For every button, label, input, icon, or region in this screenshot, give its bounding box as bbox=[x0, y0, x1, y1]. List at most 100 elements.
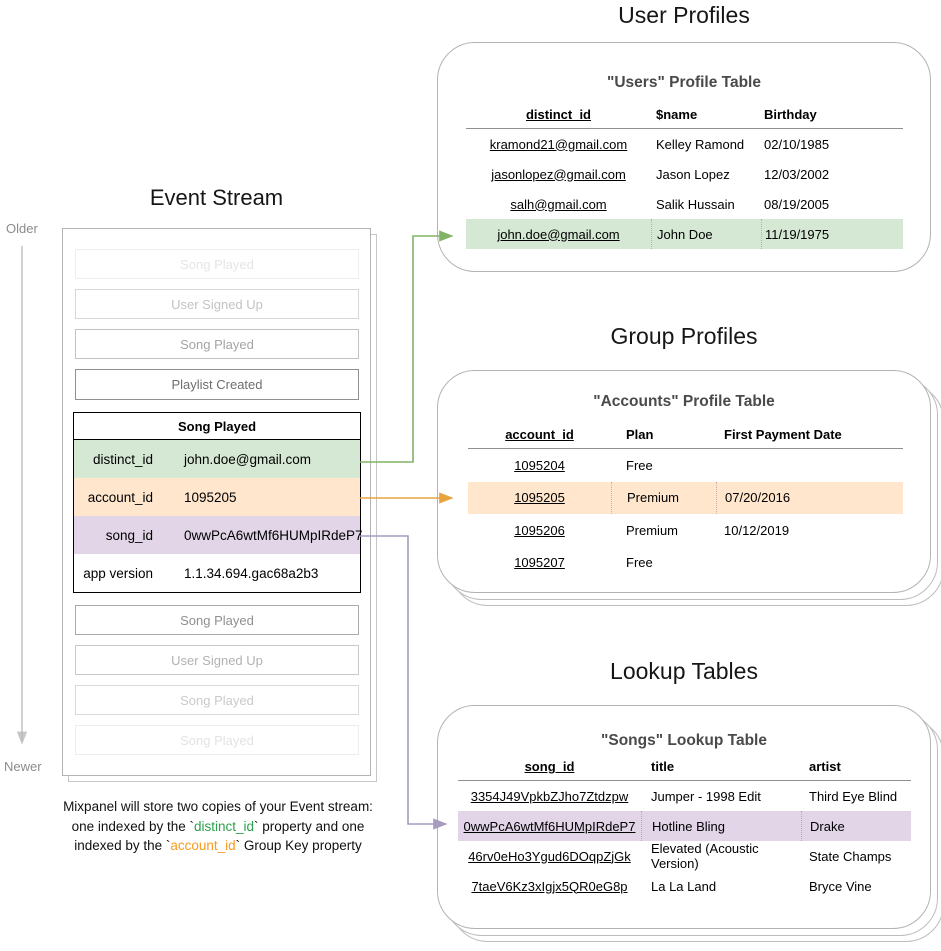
table-cell: john.doe@gmail.com bbox=[497, 226, 620, 242]
table-cell: Bryce Vine bbox=[809, 878, 872, 894]
expanded-event-title: Song Played bbox=[74, 413, 360, 440]
accounts-table-title: "Accounts" Profile Table bbox=[593, 393, 775, 410]
header-rule bbox=[466, 128, 903, 129]
table-cell: 3354J49VpkbZJho7Ztdzpw bbox=[470, 788, 629, 804]
property-key: account_id bbox=[87, 489, 153, 505]
header-rule bbox=[458, 780, 911, 781]
table-cell: Salik Hussain bbox=[656, 196, 735, 212]
event-box: Song Played bbox=[75, 249, 359, 279]
table-cell: Elevated (Acoustic Version) bbox=[651, 841, 759, 871]
caption-highlight: account_id bbox=[170, 838, 236, 854]
property-key: song_id bbox=[105, 527, 153, 543]
table-cell: 46rv0eHo3Ygud6DOqpZjGk bbox=[468, 848, 631, 864]
table-cell: La La Land bbox=[651, 878, 717, 894]
table-cell: 1095206 bbox=[514, 522, 565, 538]
caption-text: Mixpanel will store two copies of your E… bbox=[22, 797, 414, 856]
header-rule bbox=[468, 448, 903, 449]
users-table: distinct_id $name Birthday kramond21@gmail.… bbox=[466, 101, 903, 249]
table-cell: Hotline Bling bbox=[641, 811, 801, 841]
table-cell: Third Eye Blind bbox=[809, 788, 898, 804]
users-table-title: "Users" Profile Table bbox=[607, 74, 761, 91]
table-cell: salh@gmail.com bbox=[510, 196, 607, 212]
event-stream-title: Event Stream bbox=[149, 185, 284, 210]
table-cell: kramond21@gmail.com bbox=[489, 136, 628, 152]
table-row: jasonlopez@gmail.com Jason Lopez 12/03/200… bbox=[466, 159, 903, 189]
expanded-event-card: Song Played distinct_id john.doe@gmail.co… bbox=[73, 412, 363, 593]
column-header: Birthday bbox=[764, 107, 817, 122]
event-box: Song Played bbox=[75, 329, 359, 359]
songs-table: song_id title artist 3354J49VpkbZJho7Ztdzpw… bbox=[458, 753, 911, 901]
table-cell: Drake bbox=[801, 811, 911, 841]
table-cell: Free bbox=[626, 457, 653, 473]
section-title-user-profiles: User Profiles bbox=[618, 2, 750, 28]
column-header: distinct_id bbox=[525, 107, 591, 122]
caption-segment: indexed by the ` bbox=[74, 838, 171, 854]
expanded-event-properties: distinct_id john.doe@gmail.com account_id 1… bbox=[74, 440, 363, 592]
table-cell: 10/12/2019 bbox=[724, 522, 790, 538]
table-header-row: distinct_id $name Birthday bbox=[466, 101, 903, 128]
column-header: First Payment Date bbox=[724, 427, 842, 442]
property-value: 1.1.34.694.gac68a2b3 bbox=[184, 565, 319, 581]
column-header: $name bbox=[656, 107, 698, 122]
column-header: song_id bbox=[524, 759, 575, 774]
event-box: User Signed Up bbox=[75, 289, 359, 319]
table-cell: State Champs bbox=[809, 848, 892, 864]
caption-highlight: distinct_id bbox=[193, 818, 255, 834]
column-header: artist bbox=[809, 759, 841, 774]
table-cell: 07/20/2016 bbox=[716, 481, 903, 514]
table-cell: Premium bbox=[611, 481, 716, 514]
table-cell bbox=[716, 547, 903, 580]
table-row: 3354J49VpkbZJho7Ztdzpw Jumper - 1998 Edit… bbox=[458, 781, 911, 811]
event-box: Song Played bbox=[75, 605, 359, 635]
table-cell: 7taeV6Kz3xIgjx5QR0eG8p bbox=[471, 878, 628, 894]
caption-segment: Mixpanel will store two copies of your E… bbox=[63, 799, 373, 814]
table-cell: Jason Lopez bbox=[656, 166, 730, 182]
table-cell: jasonlopez@gmail.com bbox=[491, 166, 626, 182]
table-cell: 1095205 bbox=[514, 490, 565, 506]
event-box: Playlist Created bbox=[75, 369, 359, 400]
table-cell: 1095207 bbox=[514, 555, 565, 571]
property-value: 1095205 bbox=[184, 489, 237, 505]
table-row: 1095207 Free bbox=[468, 547, 903, 580]
table-cell: Jumper - 1998 Edit bbox=[651, 788, 761, 804]
table-cell: 02/10/1985 bbox=[764, 136, 830, 152]
table-cell: Kelley Ramond bbox=[656, 136, 745, 152]
table-row: 1095204 Free bbox=[468, 449, 903, 482]
table-cell: Free bbox=[626, 555, 653, 571]
section-title-lookup-tables: Lookup Tables bbox=[610, 658, 758, 684]
table-row: 7taeV6Kz3xIgjx5QR0eG8p La La Land Bryce Vi… bbox=[458, 871, 911, 901]
event-box: Song Played bbox=[75, 725, 359, 755]
event-property-row: distinct_id john.doe@gmail.com bbox=[74, 440, 360, 478]
table-cell: 1095204 bbox=[514, 457, 565, 473]
property-key: app version bbox=[83, 565, 153, 581]
event-property-row: account_id 1095205 bbox=[74, 478, 360, 516]
users-profile-card: "Users" Profile Table distinct_id $name Bi… bbox=[437, 42, 931, 272]
caption-segment: ` Group Key property bbox=[235, 838, 362, 854]
property-value: 0wwPcA6wtMf6HUMpIRdeP7 bbox=[184, 527, 363, 543]
older-label: Older bbox=[6, 221, 38, 236]
property-value: john.doe@gmail.com bbox=[184, 451, 312, 467]
table-cell: 12/03/2002 bbox=[764, 166, 830, 182]
table-row: salh@gmail.com Salik Hussain 08/19/2005 bbox=[466, 189, 903, 219]
table-cell: 08/19/2005 bbox=[764, 196, 830, 212]
event-property-row: app version 1.1.34.694.gac68a2b3 bbox=[74, 554, 360, 592]
table-cell bbox=[716, 449, 903, 482]
table-cell: 11/19/1975 bbox=[761, 219, 903, 249]
table-cell: John Doe bbox=[651, 219, 761, 249]
caption-segment: ` property and one bbox=[254, 818, 365, 834]
event-property-row: song_id 0wwPcA6wtMf6HUMpIRdeP7 bbox=[74, 516, 363, 554]
column-header: account_id bbox=[505, 427, 574, 442]
newer-label: Newer bbox=[4, 759, 42, 774]
property-key: distinct_id bbox=[92, 451, 153, 467]
table-header-row: song_id title artist bbox=[458, 753, 911, 780]
column-header: title bbox=[651, 759, 675, 774]
event-box: Song Played bbox=[75, 685, 359, 715]
table-row: 46rv0eHo3Ygud6DOqpZjGk Elevated (Acoustic… bbox=[458, 841, 911, 871]
